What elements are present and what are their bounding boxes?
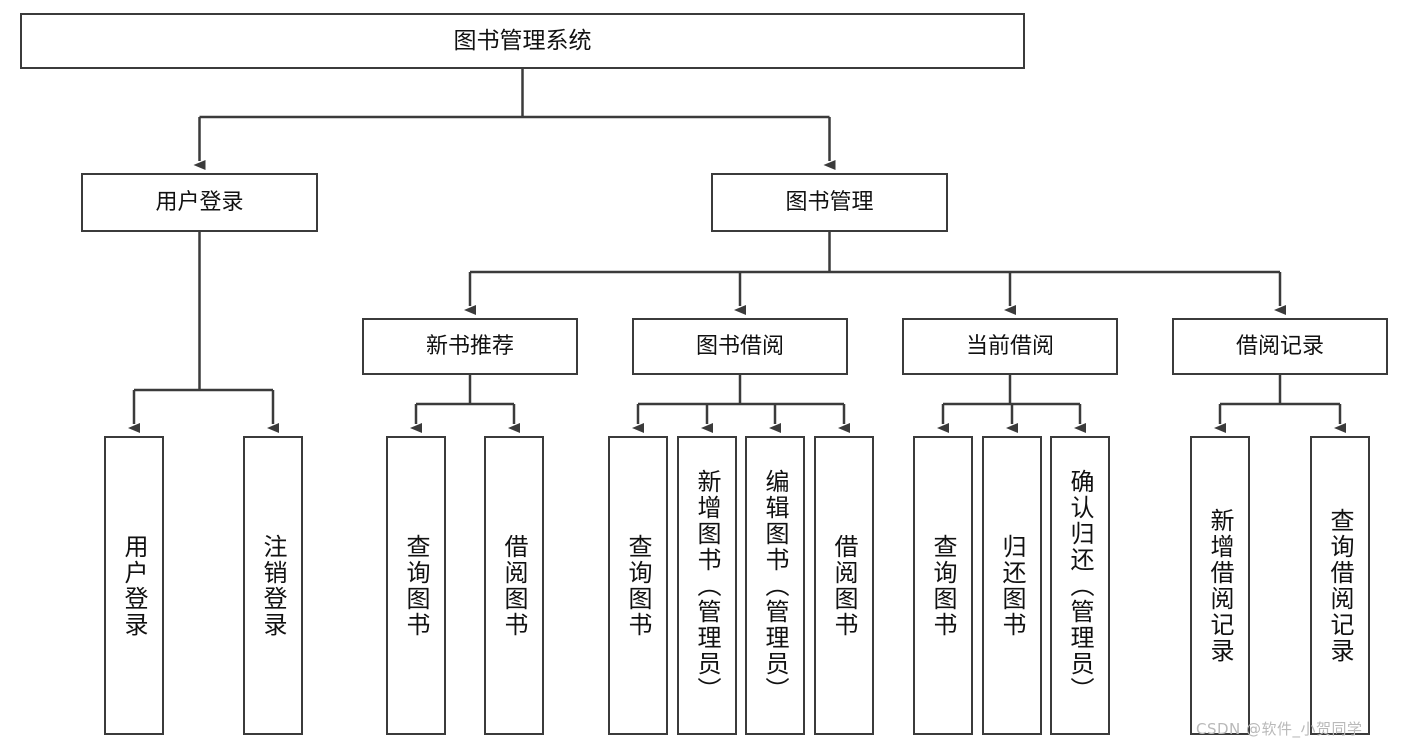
node-leaf-add-book[interactable]: 新增图书（管理员） (677, 436, 737, 735)
node-label: 借阅记录 (1235, 333, 1324, 359)
node-leaf-query-book-3[interactable]: 查询图书 (913, 436, 973, 735)
node-label: 图书借阅 (695, 333, 784, 359)
node-leaf-query-book-1[interactable]: 查询图书 (386, 436, 446, 735)
node-leaf-user-logout[interactable]: 注销登录 (243, 436, 303, 735)
node-borrow-record[interactable]: 借阅记录 (1172, 318, 1388, 375)
node-label: 确认归还（管理员） (1066, 468, 1094, 703)
node-new-book-rec[interactable]: 新书推荐 (362, 318, 578, 375)
node-leaf-query-book-2[interactable]: 查询图书 (608, 436, 668, 735)
node-label: 查询借阅记录 (1326, 507, 1354, 664)
node-label: 新增借阅记录 (1206, 507, 1234, 664)
node-leaf-add-record[interactable]: 新增借阅记录 (1190, 436, 1250, 735)
node-label: 注销登录 (259, 533, 287, 638)
node-label: 查询图书 (402, 533, 430, 638)
csdn-watermark: CSDN @软件_小贺同学 (1196, 720, 1363, 738)
node-leaf-confirm-return[interactable]: 确认归还（管理员） (1050, 436, 1110, 735)
node-label: 图书管理系统 (453, 27, 592, 54)
node-root[interactable]: 图书管理系统 (20, 13, 1025, 69)
node-label: 查询图书 (624, 533, 652, 638)
node-leaf-user-login[interactable]: 用户登录 (104, 436, 164, 735)
node-leaf-query-record[interactable]: 查询借阅记录 (1310, 436, 1370, 735)
node-label: 图书管理 (785, 189, 874, 215)
node-label: 归还图书 (998, 533, 1026, 638)
node-current-borrow[interactable]: 当前借阅 (902, 318, 1118, 375)
node-leaf-return-book[interactable]: 归还图书 (982, 436, 1042, 735)
node-leaf-borrow-book-1[interactable]: 借阅图书 (484, 436, 544, 735)
node-label: 借阅图书 (830, 533, 858, 638)
node-leaf-borrow-book-2[interactable]: 借阅图书 (814, 436, 874, 735)
node-label: 新书推荐 (425, 333, 514, 359)
node-label: 用户登录 (155, 189, 244, 215)
node-user-login[interactable]: 用户登录 (81, 173, 318, 232)
node-leaf-edit-book[interactable]: 编辑图书（管理员） (745, 436, 805, 735)
node-label: 编辑图书（管理员） (761, 468, 789, 703)
node-book-manage[interactable]: 图书管理 (711, 173, 948, 232)
node-book-borrow[interactable]: 图书借阅 (632, 318, 848, 375)
node-label: 用户登录 (120, 533, 148, 638)
node-label: 新增图书（管理员） (693, 468, 721, 703)
node-label: 当前借阅 (965, 333, 1054, 359)
node-label: 查询图书 (929, 533, 957, 638)
node-label: 借阅图书 (500, 533, 528, 638)
